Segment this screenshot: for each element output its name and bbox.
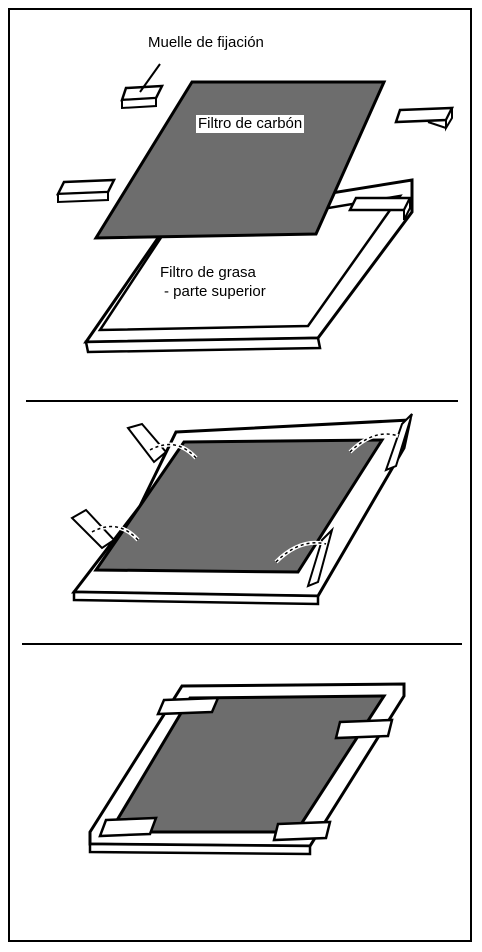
step-2-springs-attached	[72, 414, 412, 604]
fixing-spring-left	[58, 180, 114, 202]
final-clip-top-right	[336, 720, 392, 738]
fixing-spring-top-left	[122, 64, 162, 108]
fixing-spring-right	[396, 108, 452, 128]
label-grease-filter-line2: - parte superior	[164, 283, 266, 301]
frame-clip	[350, 198, 410, 210]
final-clip-bottom-right	[274, 822, 330, 840]
spring-tab-top-left	[128, 424, 166, 462]
final-clip-top-left	[158, 698, 218, 714]
label-carbon-filter: Filtro de carbón	[196, 115, 304, 133]
step-1-exploded	[58, 64, 452, 352]
spring-tab-bottom-left	[72, 510, 114, 548]
label-fixing-spring: Muelle de fijación	[148, 34, 264, 52]
label-grease-filter-line1: Filtro de grasa	[160, 264, 256, 282]
step-3-assembled	[90, 684, 404, 854]
final-clip-bottom-left	[100, 818, 156, 836]
